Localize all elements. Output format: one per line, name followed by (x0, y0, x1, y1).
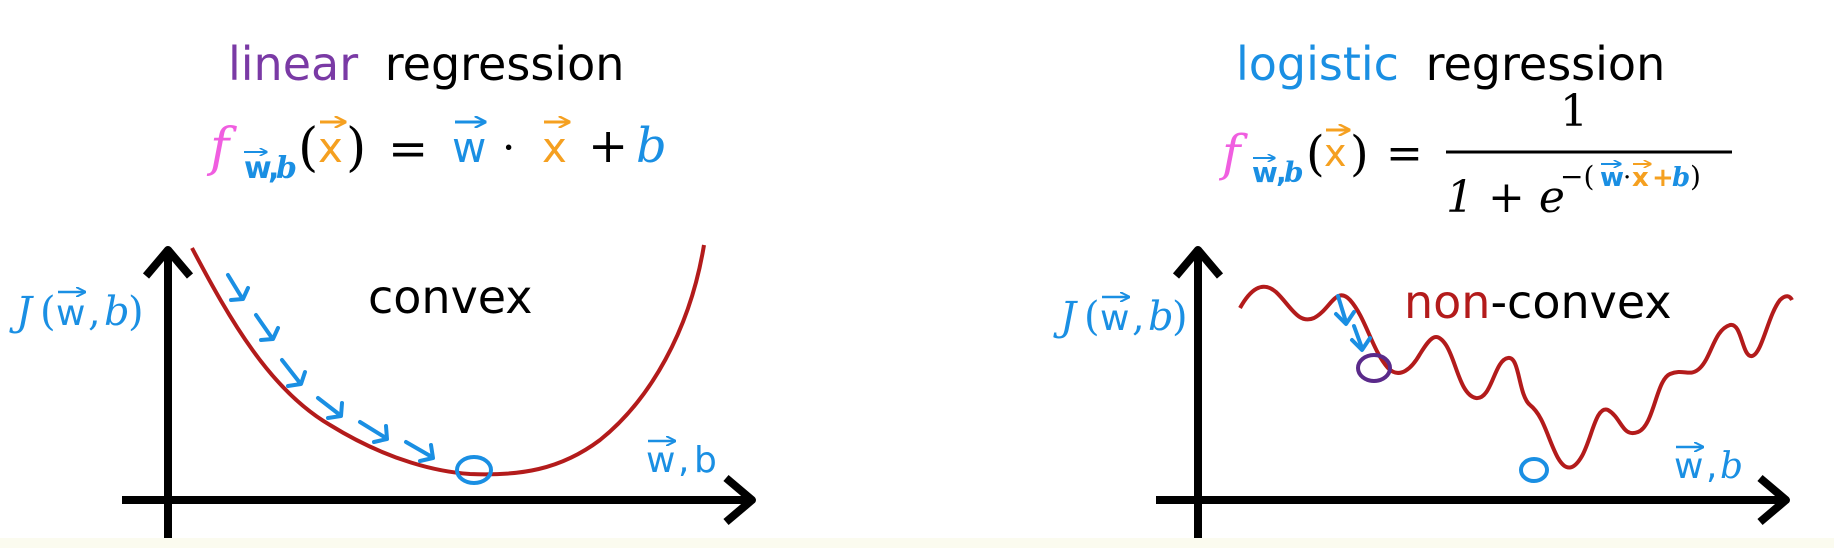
left-eq-x2: x (542, 123, 567, 172)
left-ylabel-comma: , (88, 289, 101, 335)
right-eq-exp-w: w (1600, 163, 1624, 193)
non-convex-label-rest: -convex (1490, 275, 1671, 329)
right-eq-exp-b: b (1672, 163, 1690, 193)
left-eq-close-paren: ) (346, 118, 366, 178)
left-eq-dot: · (502, 123, 515, 172)
left-x-axis-arrowhead (723, 474, 756, 526)
left-eq-equals: = (388, 121, 428, 177)
non-convex-cost-curve (1238, 284, 1794, 470)
right-y-axis-label: J ( w , b ) (1053, 294, 1188, 340)
left-ylabel-J: J (9, 289, 34, 335)
right-local-minimum-marker (1356, 353, 1392, 383)
right-global-minimum-marker (1519, 457, 1549, 483)
right-step-2 (1352, 324, 1364, 350)
left-title-linear: linear (228, 37, 358, 91)
left-step-5 (358, 420, 388, 440)
right-ylabel-w: w (1100, 298, 1129, 339)
right-eq-sub-w: w (1252, 156, 1278, 189)
left-eq-plus: + (588, 118, 628, 174)
left-step-3 (280, 358, 302, 385)
left-xlabel-b: b (694, 440, 717, 481)
right-title-regression: regression (1426, 37, 1666, 91)
left-ylabel-open: ( (40, 289, 56, 335)
right-eq-numerator: 1 (1560, 86, 1588, 137)
left-eq-sub-b: b (276, 151, 297, 186)
right-eq-f: f (1218, 124, 1248, 182)
right-ylabel-comma: , (1132, 294, 1145, 340)
right-eq-x: x (1324, 131, 1347, 175)
right-ylabel-b: b (1148, 294, 1174, 340)
right-step-2-head (1350, 336, 1372, 352)
left-step-6-head (418, 443, 435, 463)
right-ylabel-J: J (1053, 294, 1078, 340)
left-step-2 (254, 313, 274, 340)
right-step-1 (1336, 294, 1348, 324)
right-step-1-head (1334, 310, 1356, 326)
left-eq-b: b (636, 118, 667, 174)
right-gradient-steps (1334, 294, 1372, 352)
left-ylabel-close: ) (128, 289, 144, 335)
right-eq-exp-minus: −( (1560, 160, 1594, 193)
left-title-regression: regression (385, 37, 625, 91)
left-y-axis-arrowhead (142, 246, 194, 279)
right-ylabel-open: ( (1084, 294, 1100, 340)
right-eq-exp-plus: + (1652, 163, 1674, 193)
left-step-2-head (259, 326, 280, 342)
left-xlabel-w: w (646, 440, 675, 481)
left-eq-x: x (318, 123, 343, 172)
right-xlabel-b: b (1720, 446, 1743, 487)
right-y-axis-arrowhead (1172, 246, 1224, 279)
right-x-axis-label: w , b (1674, 446, 1743, 487)
right-model-equation: f w , b ( x ) = 1 1 + e −( w · x + b ) (1218, 86, 1732, 223)
right-eq-open-paren: ( (1306, 126, 1325, 182)
left-model-equation: f w , b ( x ) = w · x + b (206, 118, 667, 186)
right-title-logistic: logistic (1236, 37, 1399, 91)
right-eq-exp-dot: · (1623, 163, 1631, 193)
left-step-4 (316, 396, 342, 417)
left-gradient-steps (226, 273, 435, 463)
right-eq-exp-x: x (1632, 163, 1649, 193)
right-x-axis-arrowhead (1757, 474, 1790, 526)
left-eq-w: w (452, 123, 486, 172)
right-eq-exp-close: ) (1690, 160, 1701, 193)
convex-label: convex (368, 270, 533, 324)
left-title: linear regression (228, 37, 624, 91)
left-panel: linear regression f w , b ( x ) = w · x … (9, 37, 756, 540)
right-axes (1156, 246, 1790, 538)
right-eq-denom-base: 1 + e (1446, 172, 1565, 223)
left-step-1 (226, 273, 244, 300)
left-step-4-head (326, 401, 344, 420)
left-eq-f: f (206, 118, 237, 178)
right-eq-close-paren: ) (1350, 126, 1369, 182)
left-xlabel-comma: , (678, 440, 689, 481)
right-title: logistic regression (1236, 37, 1665, 91)
right-eq-sub-comma: , (1276, 156, 1287, 189)
non-convex-label-non: non (1404, 275, 1490, 329)
left-ylabel-b: b (104, 289, 130, 335)
left-step-1-head (229, 286, 250, 302)
right-panel: logistic regression f w , b ( x ) = 1 1 … (1053, 37, 1794, 538)
left-minimum-marker (455, 455, 493, 485)
right-xlabel-w: w (1674, 446, 1703, 487)
left-axes (122, 246, 756, 540)
non-convex-label: non-convex (1404, 275, 1672, 329)
left-eq-sub-comma: , (268, 151, 279, 186)
left-step-3-head (286, 370, 307, 388)
bottom-strip (0, 538, 1834, 548)
convex-cost-curve (190, 244, 706, 477)
left-ylabel-w: w (56, 293, 85, 334)
left-step-5-head (372, 424, 389, 444)
left-y-axis-label: J ( w , b ) (9, 289, 144, 335)
right-eq-equals: = (1386, 128, 1423, 179)
left-eq-open-paren: ( (298, 118, 318, 178)
right-xlabel-comma: , (1706, 446, 1717, 487)
right-eq-sub-b: b (1284, 156, 1304, 189)
left-eq-sub-w: w (244, 151, 272, 186)
left-step-6 (404, 440, 434, 459)
left-x-axis-label: w , b (646, 440, 717, 481)
right-ylabel-close: ) (1172, 294, 1188, 340)
